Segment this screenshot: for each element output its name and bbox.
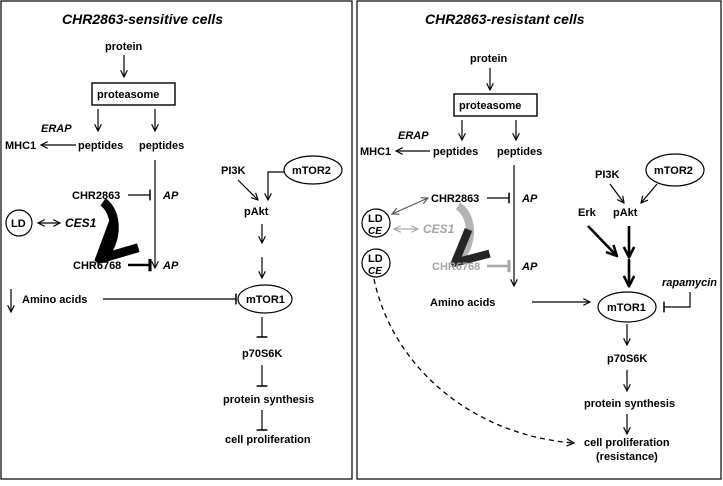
- left-arrow-mtor2-pakt: [268, 171, 284, 200]
- right-mtor1-label: mTOR1: [607, 302, 646, 314]
- left-ap2-label: AP: [162, 260, 179, 272]
- right-erk-label: Erk: [578, 207, 597, 219]
- right-ce2-label: CE: [368, 266, 382, 277]
- right-mtor1-ellipse: [597, 291, 657, 323]
- left-protein-label: protein: [105, 41, 143, 53]
- right-p70s6k-label: p70S6K: [607, 353, 647, 365]
- left-peptides-a-label: peptides: [78, 140, 123, 152]
- right-chr6768-label: CHR6768: [432, 261, 480, 273]
- right-ld2-label: LD: [368, 253, 383, 265]
- right-arrow-ld-chr2863: [392, 198, 428, 214]
- left-title: CHR2863-sensitive cells: [62, 11, 223, 27]
- left-amino-acids-label: Amino acids: [22, 294, 87, 306]
- left-proteasome-box: [91, 82, 176, 106]
- right-mhc1-label: MHC1: [360, 146, 391, 158]
- right-proteasome-label: proteasome: [459, 100, 521, 112]
- right-proteasome-box: [453, 93, 538, 117]
- right-ap1-label: AP: [521, 193, 538, 205]
- left-mtor2-ellipse: [283, 155, 343, 185]
- right-cell-proliferation-label: cell proliferation: [584, 437, 670, 449]
- right-panel: CHR2863-resistant cells protein proteaso…: [356, 0, 722, 480]
- right-ld1-label: LD: [368, 213, 383, 225]
- left-panel: CHR2863-sensitive cells protein proteaso…: [0, 0, 353, 480]
- right-rapamycin-label: rapamycin: [662, 277, 717, 289]
- right-ces1-curved-arrow: [458, 202, 470, 260]
- right-title: CHR2863-resistant cells: [425, 11, 585, 27]
- left-mtor1-label: mTOR1: [246, 294, 285, 306]
- right-ce1-label: CE: [368, 226, 382, 237]
- left-proteasome-label: proteasome: [97, 89, 159, 101]
- right-ld-ce-circle-1: [361, 208, 391, 238]
- right-pi3k-label: PI3K: [595, 169, 620, 181]
- left-panel-border: [0, 0, 353, 480]
- right-peptides-b-label: peptides: [497, 146, 542, 158]
- right-arrow-pi3k-pakt: [609, 183, 624, 203]
- left-mtor2-label: mTOR2: [292, 165, 331, 177]
- left-mtor1-ellipse: [237, 284, 293, 314]
- left-mhc1-label: MHC1: [5, 140, 36, 152]
- right-erap-label: ERAP: [398, 130, 429, 142]
- right-protein-synthesis-label: protein synthesis: [584, 398, 675, 410]
- left-pakt-label: pAkt: [244, 206, 269, 218]
- left-ld-label: LD: [11, 218, 26, 230]
- right-ap2-label: AP: [521, 261, 538, 273]
- right-mtor2-ellipse: [645, 153, 705, 187]
- left-pi3k-label: PI3K: [221, 165, 246, 177]
- right-arrow-erk-mtor1: [587, 225, 616, 255]
- right-dashed-arrow-ld-proliferation: [373, 278, 574, 443]
- left-ld-circle: [5, 209, 33, 237]
- left-chr2863-label: CHR2863: [72, 190, 120, 202]
- right-mtor2-label: mTOR2: [654, 165, 693, 177]
- right-ces1-label: CES1: [423, 222, 455, 236]
- left-ap1-label: AP: [162, 190, 179, 202]
- right-inhibit-rapamycin-mtor1: [663, 292, 691, 313]
- left-chr6768-label: CHR6768: [73, 260, 121, 272]
- left-arrow-pi3k-pakt: [237, 179, 258, 200]
- left-cell-proliferation-label: cell proliferation: [225, 434, 311, 446]
- left-ces1-curved-arrow: [103, 198, 114, 256]
- right-ld-ce-circle-2: [361, 248, 391, 278]
- right-pakt-label: pAkt: [613, 207, 638, 219]
- left-peptides-b-label: peptides: [139, 140, 184, 152]
- right-chr2863-label: CHR2863: [431, 193, 479, 205]
- right-amino-acids-label: Amino acids: [430, 297, 495, 309]
- right-peptides-a-label: peptides: [433, 146, 478, 158]
- left-ces1-label: CES1: [65, 216, 97, 230]
- right-resistance-label: (resistance): [596, 451, 658, 463]
- right-arrow-mtor2-pakt: [641, 183, 658, 203]
- left-p70s6k-label: p70S6K: [242, 348, 282, 360]
- left-erap-label: ERAP: [41, 123, 72, 135]
- right-panel-border: [356, 0, 722, 480]
- left-protein-synthesis-label: protein synthesis: [223, 394, 314, 406]
- right-protein-label: protein: [470, 53, 508, 65]
